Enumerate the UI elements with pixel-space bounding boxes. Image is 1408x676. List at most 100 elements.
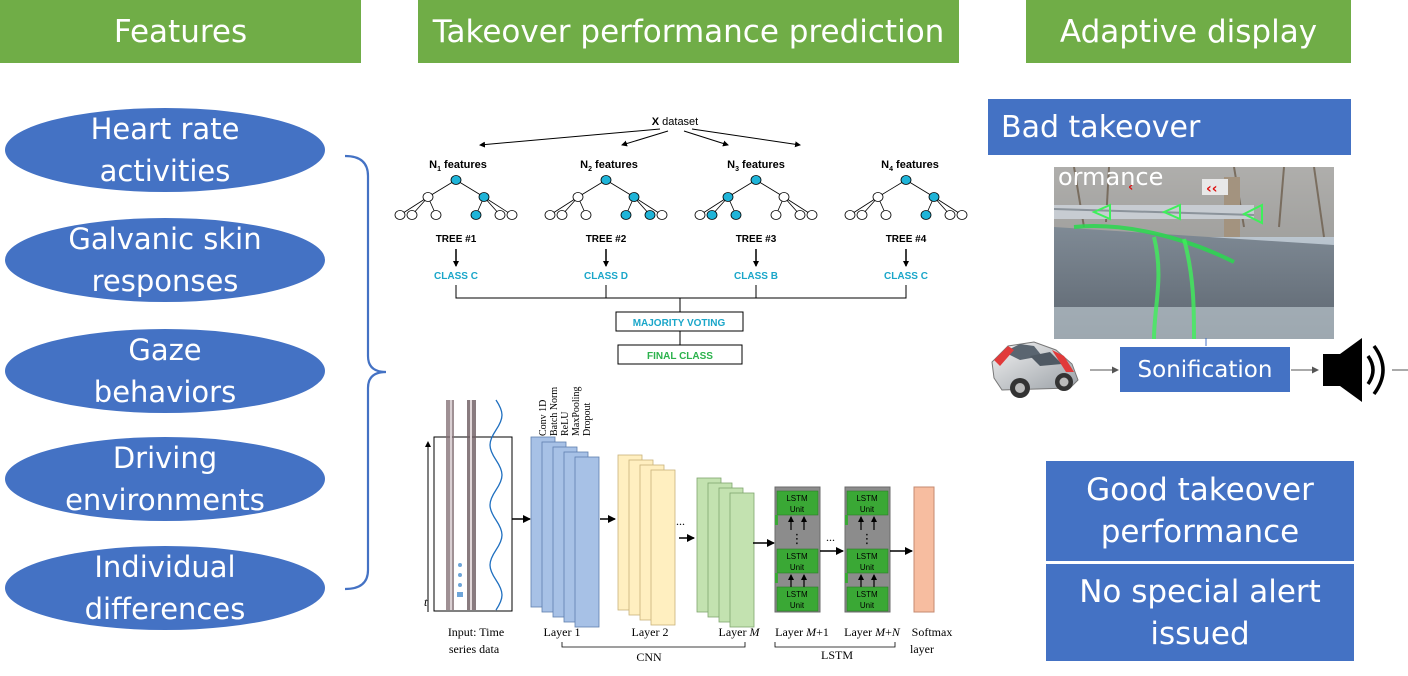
feature-individual-diff-line1: Individual bbox=[94, 550, 236, 584]
layer1-map bbox=[574, 456, 600, 628]
tree-node bbox=[422, 192, 434, 202]
bad-takeover-label: Bad takeover bbox=[988, 99, 1351, 155]
feature-set-3: N3 features bbox=[727, 159, 785, 173]
lstm-unit-label-top: LSTM bbox=[856, 590, 878, 599]
time-axis-label: t bbox=[424, 595, 428, 609]
lstm-unit bbox=[846, 490, 889, 516]
layer-labels: Input: Time series data Layer 1 Layer 2 … bbox=[448, 625, 953, 664]
tree-label-1: TREE #1 bbox=[436, 234, 477, 245]
lstm-unit-label-bottom: Unit bbox=[790, 563, 805, 572]
tree-node bbox=[478, 192, 490, 202]
tree-node bbox=[600, 175, 612, 185]
lstm-unit-label-bottom: Unit bbox=[860, 601, 875, 610]
tree-node bbox=[430, 210, 442, 220]
no-alert-line1: No special alert bbox=[1079, 573, 1321, 610]
cnn-ellipsis: ... bbox=[676, 514, 685, 528]
lstm-unit-label-top: LSTM bbox=[856, 494, 878, 503]
no-alert-line2: issued bbox=[1150, 615, 1250, 652]
tree-node bbox=[644, 210, 656, 220]
op-maxpooling: MaxPooling bbox=[571, 387, 582, 436]
lstm-vdots: ⋮ bbox=[791, 532, 804, 547]
class-label-4: CLASS C bbox=[884, 271, 928, 282]
lstm-unit-label-bottom: Unit bbox=[790, 505, 805, 514]
tree-labels: TREE #1 TREE #2 TREE #3 TREE #4 bbox=[436, 234, 927, 245]
tree-to-class-arrows bbox=[453, 249, 909, 267]
label-layerMN: Layer M+N bbox=[844, 625, 901, 639]
feature-gaze-line2: behaviors bbox=[93, 375, 237, 409]
op-batchnorm: Batch Norm bbox=[549, 387, 560, 436]
good-takeover-line1: Good takeover bbox=[1086, 472, 1314, 508]
lstm-unit-label-bottom: Unit bbox=[860, 563, 875, 572]
feature-set-2: N2 features bbox=[580, 159, 638, 173]
class-label-3: CLASS B bbox=[734, 271, 778, 282]
header-adaptive-display: Adaptive display bbox=[1026, 0, 1351, 63]
lstm-unit bbox=[776, 586, 819, 612]
class-label-1: CLASS C bbox=[434, 271, 478, 282]
svg-text:‹: ‹ bbox=[1128, 180, 1133, 195]
op-relu: ReLU bbox=[560, 411, 571, 436]
class-labels: CLASS C CLASS D CLASS B CLASS C bbox=[434, 271, 928, 282]
tree-node bbox=[694, 210, 706, 220]
final-class-box bbox=[617, 344, 743, 365]
lstm-unit bbox=[846, 586, 889, 612]
tree-node bbox=[620, 210, 632, 220]
tree-node bbox=[730, 210, 742, 220]
layer2-map bbox=[650, 469, 676, 626]
tree-node bbox=[470, 210, 482, 220]
good-takeover-box: Good takeover performance bbox=[1046, 461, 1354, 561]
feature-galvanic-skin-line2: responses bbox=[91, 264, 239, 298]
overlay-text: ormance bbox=[1058, 167, 1163, 191]
label-layer2: Layer 2 bbox=[632, 625, 669, 639]
decision-tree-2 bbox=[544, 175, 668, 220]
tree-node bbox=[856, 210, 868, 220]
tree-node bbox=[706, 210, 718, 220]
layer2-block bbox=[617, 454, 676, 626]
tree-node bbox=[628, 192, 640, 202]
dataset-label: X dataset bbox=[652, 116, 698, 128]
feature-set-1: N1 features bbox=[429, 159, 487, 173]
header-prediction: Takeover performance prediction bbox=[418, 0, 959, 63]
label-layerM1: Layer M+1 bbox=[775, 625, 829, 639]
decision-tree-4 bbox=[844, 175, 968, 220]
svg-text:‹‹: ‹‹ bbox=[1206, 181, 1218, 197]
label-layerM: Layer M bbox=[719, 625, 761, 639]
decision-trees bbox=[394, 175, 968, 220]
decision-tree-3 bbox=[694, 175, 818, 220]
tree-node bbox=[880, 210, 892, 220]
tree-node bbox=[544, 210, 556, 220]
tree-node bbox=[900, 175, 912, 185]
feature-individual-diff-line2: differences bbox=[84, 592, 246, 626]
label-softmax-line2: layer bbox=[910, 642, 934, 656]
feature-driving-env-line1: Driving bbox=[112, 441, 218, 475]
tree-node bbox=[394, 210, 406, 220]
tree-node bbox=[794, 210, 806, 220]
tree-node bbox=[406, 210, 418, 220]
speaker-icon bbox=[1323, 338, 1385, 402]
header-features: Features bbox=[0, 0, 361, 63]
tree-node bbox=[928, 192, 940, 202]
tree-label-4: TREE #4 bbox=[886, 234, 927, 245]
car-icon bbox=[991, 341, 1079, 398]
softmax-block bbox=[913, 486, 935, 613]
label-input-line1: Input: Time bbox=[448, 625, 504, 639]
tree-label-2: TREE #2 bbox=[586, 234, 627, 245]
majority-voting-label: MAJORITY VOTING bbox=[633, 318, 726, 329]
voting-connectors bbox=[455, 285, 907, 345]
good-takeover-line2: performance bbox=[1100, 514, 1300, 550]
road-scene-image: ‹‹ ‹ ormance bbox=[1054, 167, 1334, 339]
tree-node bbox=[806, 210, 818, 220]
tree-node bbox=[770, 210, 782, 220]
layerM-block bbox=[696, 477, 755, 628]
majority-voting-box bbox=[615, 311, 744, 332]
decision-tree-1 bbox=[394, 175, 518, 220]
feature-gaze-line1: Gaze bbox=[128, 333, 202, 367]
label-input-line2: series data bbox=[449, 642, 500, 656]
tree-node bbox=[572, 192, 584, 202]
lstm-vdots: ⋮ bbox=[861, 532, 874, 547]
layer1-block bbox=[530, 436, 600, 628]
no-alert-box: No special alert issued bbox=[1046, 564, 1354, 661]
class-label-2: CLASS D bbox=[584, 271, 628, 282]
tree-node bbox=[494, 210, 506, 220]
